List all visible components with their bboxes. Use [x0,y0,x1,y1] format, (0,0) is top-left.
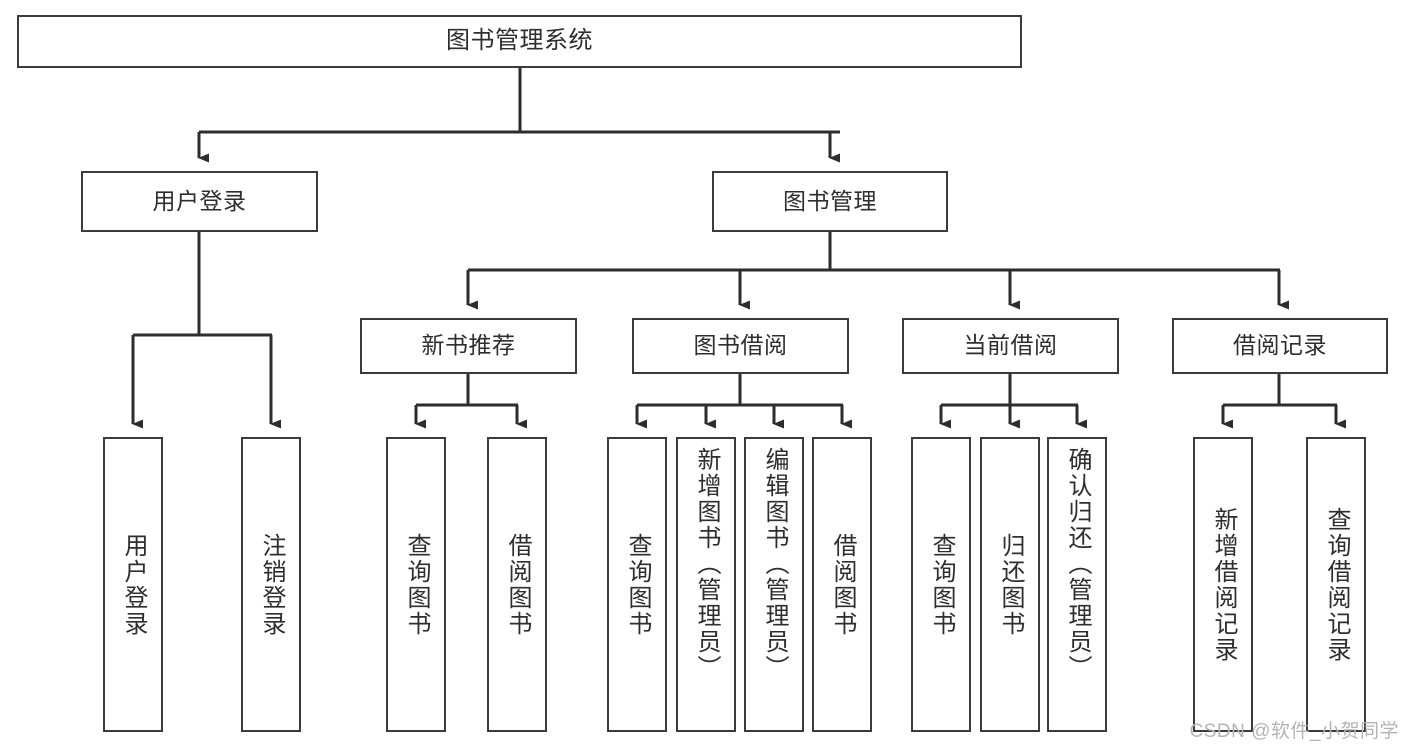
node-label: 借阅图书 [504,532,531,637]
node-label: 查询图书 [403,532,430,637]
node-current-borrow[interactable]: 当前借阅 [902,318,1119,374]
node-label: 图书借阅 [693,332,788,359]
node-label: 图书管理 [783,187,877,214]
node-borrow-record[interactable]: 借阅记录 [1172,318,1388,374]
node-leaf-query-book-2[interactable]: 查询图书 [607,437,667,732]
node-label: 确认归还（管理员） [1064,447,1091,681]
node-label: 借阅图书 [829,532,856,637]
node-label: 借阅记录 [1233,332,1327,359]
node-label: 新书推荐 [421,332,516,359]
node-root-book-management-system[interactable]: 图书管理系统 [17,15,1022,68]
node-label: 图书管理系统 [446,27,593,55]
node-leaf-query-record[interactable]: 查询借阅记录 [1306,437,1366,732]
node-leaf-user-login[interactable]: 用户登录 [103,437,163,732]
node-label: 新增图书（管理员） [693,447,720,681]
node-label: 查询图书 [928,532,955,637]
node-label: 用户登录 [120,532,147,637]
node-leaf-borrow-book-1[interactable]: 借阅图书 [487,437,547,732]
node-book-manage[interactable]: 图书管理 [712,171,948,232]
node-leaf-edit-book[interactable]: 编辑图书（管理员） [744,437,804,732]
node-leaf-query-book-3[interactable]: 查询图书 [911,437,971,732]
node-label: 当前借阅 [963,332,1058,359]
node-leaf-query-book-1[interactable]: 查询图书 [386,437,446,732]
node-leaf-add-book[interactable]: 新增图书（管理员） [676,437,736,732]
node-leaf-return-book[interactable]: 归还图书 [980,437,1040,732]
node-label: 注销登录 [258,532,285,637]
node-label: 编辑图书（管理员） [761,447,788,681]
node-leaf-confirm-return[interactable]: 确认归还（管理员） [1047,437,1107,732]
node-label: 查询图书 [624,532,651,637]
node-label: 归还图书 [997,532,1024,637]
node-leaf-borrow-book-2[interactable]: 借阅图书 [812,437,872,732]
node-book-borrow[interactable]: 图书借阅 [632,318,849,374]
node-label: 用户登录 [152,187,247,214]
node-user-login[interactable]: 用户登录 [81,171,318,232]
node-new-book-recommend[interactable]: 新书推荐 [360,318,577,374]
node-leaf-logout[interactable]: 注销登录 [241,437,301,732]
node-label: 查询借阅记录 [1323,506,1350,663]
node-leaf-add-record[interactable]: 新增借阅记录 [1193,437,1253,732]
node-label: 新增借阅记录 [1210,506,1237,663]
watermark-csdn: CSDN @软件_小贺同学 [1189,721,1399,742]
